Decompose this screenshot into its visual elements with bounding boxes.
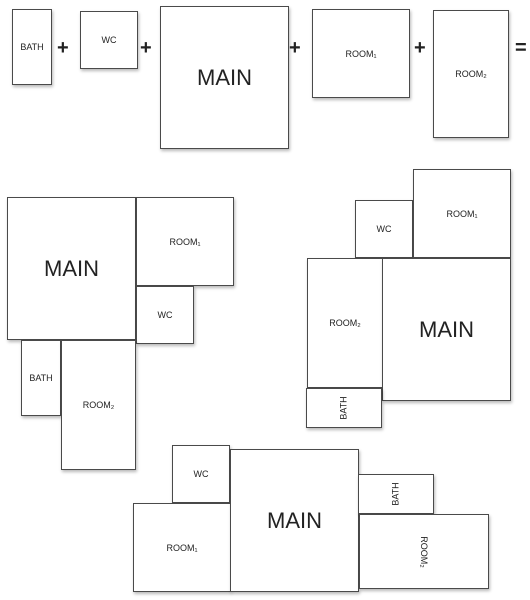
eq-room2: ROOM₂ (433, 10, 509, 138)
layout1-room1: ROOM₁ (136, 197, 234, 286)
layout1-wc-room: WC (136, 286, 194, 344)
room-label: WC (101, 35, 117, 45)
room-label: WC (376, 224, 392, 234)
room-label: ROOM₁ (345, 48, 377, 59)
room-label: ROOM₁ (166, 542, 198, 553)
room-label: ROOM₂ (82, 400, 115, 410)
room-label: ROOM₁ (169, 236, 201, 247)
layout3-room1: ROOM₁ (133, 503, 231, 592)
layout2-room1: ROOM₁ (413, 169, 511, 258)
layout1-bath-room: BATH (21, 340, 61, 416)
plus-operator: + (414, 37, 426, 59)
room-label: BATH (29, 373, 53, 383)
room-label: BATH (339, 396, 349, 420)
room-label: WC (193, 469, 209, 479)
layout3-wc-room: WC (172, 445, 230, 503)
room-label: MAIN (419, 316, 474, 342)
room-label: BATH (391, 482, 401, 506)
room-label: ROOM₂ (455, 69, 487, 79)
room-label: MAIN (267, 507, 322, 533)
plus-operator: + (57, 37, 69, 59)
layout2-main-room: MAIN (382, 258, 511, 401)
room-label: ROOM₂ (419, 535, 429, 568)
layout1-main-room: MAIN (7, 197, 136, 340)
layout3-main-room: MAIN (230, 449, 359, 592)
room-label: ROOM₂ (329, 318, 361, 328)
layout2-wc-room: WC (355, 200, 413, 258)
plus-operator: + (140, 37, 152, 59)
layout2-bath-room: BATH (306, 388, 382, 428)
eq-bath-room: BATH (12, 9, 52, 85)
layout1-room2: ROOM₂ (61, 340, 136, 470)
room-label: MAIN (44, 255, 99, 281)
room-label: WC (157, 310, 173, 320)
eq-main-room: MAIN (160, 6, 289, 149)
room-label: ROOM₁ (446, 208, 478, 219)
layout3-bath-room: BATH (358, 474, 434, 514)
eq-wc-room: WC (80, 11, 138, 69)
eq-room1: ROOM₁ (312, 9, 410, 98)
equals-operator: = (515, 37, 527, 59)
room-label: BATH (20, 42, 44, 52)
room-label: MAIN (197, 64, 252, 90)
layout3-room2: ROOM₂ (359, 514, 489, 589)
layout2-room2: ROOM₂ (307, 258, 383, 388)
plus-operator: + (289, 37, 301, 59)
